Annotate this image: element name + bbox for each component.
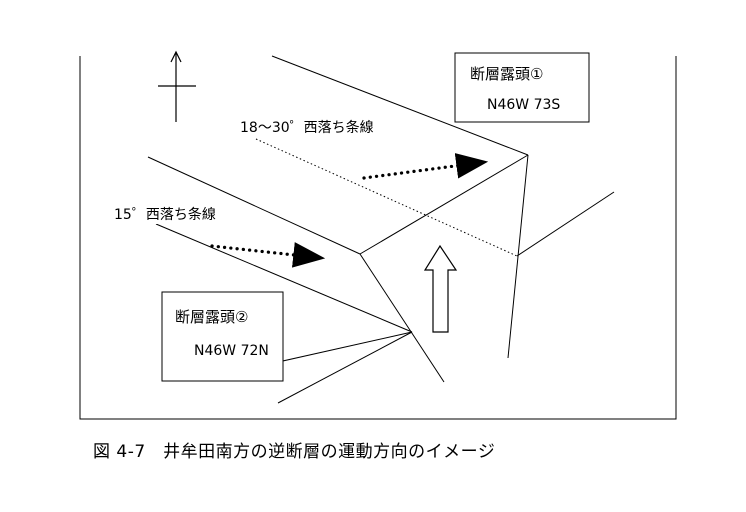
- fault-block-lines: [147, 55, 615, 404]
- upper-fault-trace: [271, 55, 529, 156]
- lower-striation-label: 15゜西落ち条線: [114, 206, 216, 223]
- lower-fault-trace: [147, 156, 361, 255]
- western-slope-line: [155, 223, 413, 333]
- lower-motion-arrow: [210, 242, 326, 268]
- outcrop-2-box: 断層露頭② N46W 72N: [161, 291, 284, 382]
- southwest-line: [277, 331, 413, 404]
- block-front-edge: [359, 253, 445, 383]
- figure-frame: [79, 56, 677, 420]
- east-branch-line: [516, 191, 615, 257]
- outcrop-1-title: 断層露頭①: [470, 65, 543, 83]
- outcrop-2-title: 断層露頭②: [175, 308, 248, 326]
- east-fault-edge: [507, 154, 529, 359]
- outcrop-1-box: 断層露頭① N46W 73S: [454, 52, 590, 123]
- upper-motion-arrow: [362, 153, 489, 180]
- outcrop-2-strike-dip: N46W 72N: [194, 343, 269, 359]
- outcrop-1-strike-dip: N46W 73S: [487, 97, 560, 113]
- figure-caption: 図 4-7 井牟田南方の逆断層の運動方向のイメージ: [93, 442, 495, 462]
- north-arrow-icon: [158, 50, 196, 122]
- uplift-arrow-icon: [423, 244, 458, 333]
- upper-striation-label: 18～30゜西落ち条線: [240, 119, 374, 136]
- block-top-edge: [359, 154, 529, 255]
